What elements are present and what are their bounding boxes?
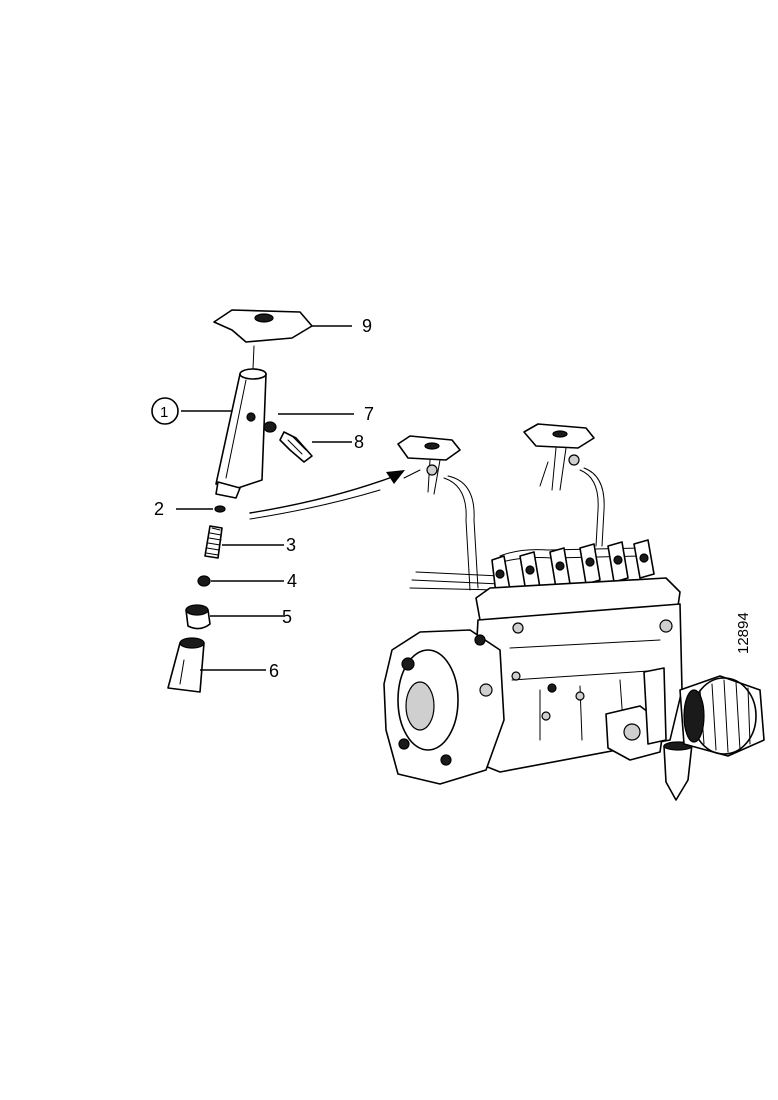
part-1-callout-circle [151, 397, 179, 425]
callout-5: 5 [282, 607, 292, 627]
injector-holder-part [151, 345, 267, 499]
callout-labels: 9 1 7 8 2 3 4 5 6 12894 [154, 316, 752, 681]
seal-washer-part [263, 413, 354, 433]
callout-3: 3 [286, 535, 296, 555]
clamp-bracket-part [213, 309, 352, 343]
installed-clamp-right [523, 423, 595, 491]
callout-2: 2 [154, 499, 164, 519]
callout-4: 4 [287, 571, 297, 591]
assembly-arrow [249, 470, 405, 520]
injection-pump-assembly [383, 577, 765, 801]
callout-7: 7 [364, 404, 374, 424]
figure-reference-number: 12894 [735, 612, 752, 654]
callout-8: 8 [354, 432, 364, 452]
intermediate-washer-part [185, 604, 283, 630]
injection-pipes [409, 467, 645, 591]
shim-part [176, 505, 226, 513]
callout-1: 1 [160, 404, 168, 421]
delivery-valve-holders [491, 539, 655, 595]
installed-clamp-left [397, 435, 461, 495]
banjo-fitting-part [279, 431, 352, 463]
nozzle-nut-part [167, 637, 266, 693]
spring-part [204, 525, 284, 559]
callout-6: 6 [269, 661, 279, 681]
spring-seat-part [197, 575, 284, 587]
callout-9: 9 [362, 316, 372, 336]
